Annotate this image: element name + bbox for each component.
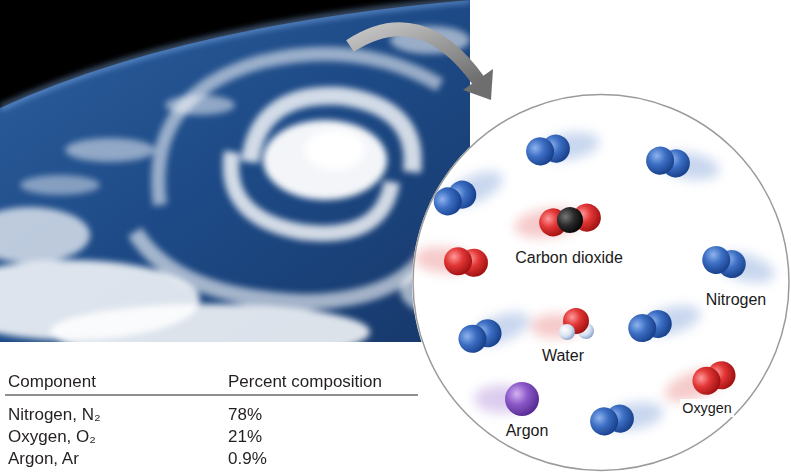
cloud-field bbox=[0, 26, 470, 342]
arrow-head bbox=[463, 69, 493, 100]
nitrogen-molecule bbox=[455, 305, 534, 357]
nitrogen-molecule bbox=[429, 163, 508, 220]
magnified-view-ground bbox=[412, 94, 790, 472]
atmosphere-glow bbox=[0, 0, 470, 108]
carbon-dioxide-molecule bbox=[513, 202, 603, 242]
molecule-label: Nitrogen bbox=[704, 291, 768, 309]
magnified-view-circle: Carbon dioxideNitrogenWaterArgon Oxygen bbox=[412, 94, 790, 472]
nitrogen-molecule bbox=[699, 243, 778, 289]
nitrogen-molecule bbox=[524, 127, 602, 167]
nitrogen-molecule bbox=[625, 299, 704, 345]
circle-outline bbox=[413, 95, 789, 471]
table-cell: Argon, Ar bbox=[8, 449, 79, 469]
table-header: Component bbox=[8, 372, 96, 392]
water-molecule bbox=[530, 308, 594, 340]
molecules bbox=[413, 127, 778, 437]
molecule-label: Water bbox=[540, 347, 586, 365]
table-cell: 78% bbox=[228, 405, 262, 425]
table-cell: Nitrogen, N₂ bbox=[8, 405, 101, 425]
molecule-label: Oxygen bbox=[680, 399, 734, 417]
table-cell: 0.9% bbox=[228, 449, 267, 469]
arrow-shaft bbox=[350, 29, 478, 80]
molecule-label: Carbon dioxide bbox=[513, 249, 625, 267]
table-header: Percent composition bbox=[228, 372, 382, 392]
magnify-arrow bbox=[350, 29, 493, 100]
nitrogen-molecule bbox=[644, 144, 722, 184]
table-cell: 21% bbox=[228, 427, 262, 447]
table-cell: Oxygen, O₂ bbox=[8, 427, 96, 447]
table-rule bbox=[5, 395, 418, 396]
nitrogen-molecule bbox=[588, 397, 666, 437]
earth-photo bbox=[0, 0, 470, 342]
molecule-label: Argon bbox=[504, 422, 551, 440]
oxygen-molecule bbox=[413, 244, 489, 278]
argon-atom bbox=[474, 382, 539, 416]
